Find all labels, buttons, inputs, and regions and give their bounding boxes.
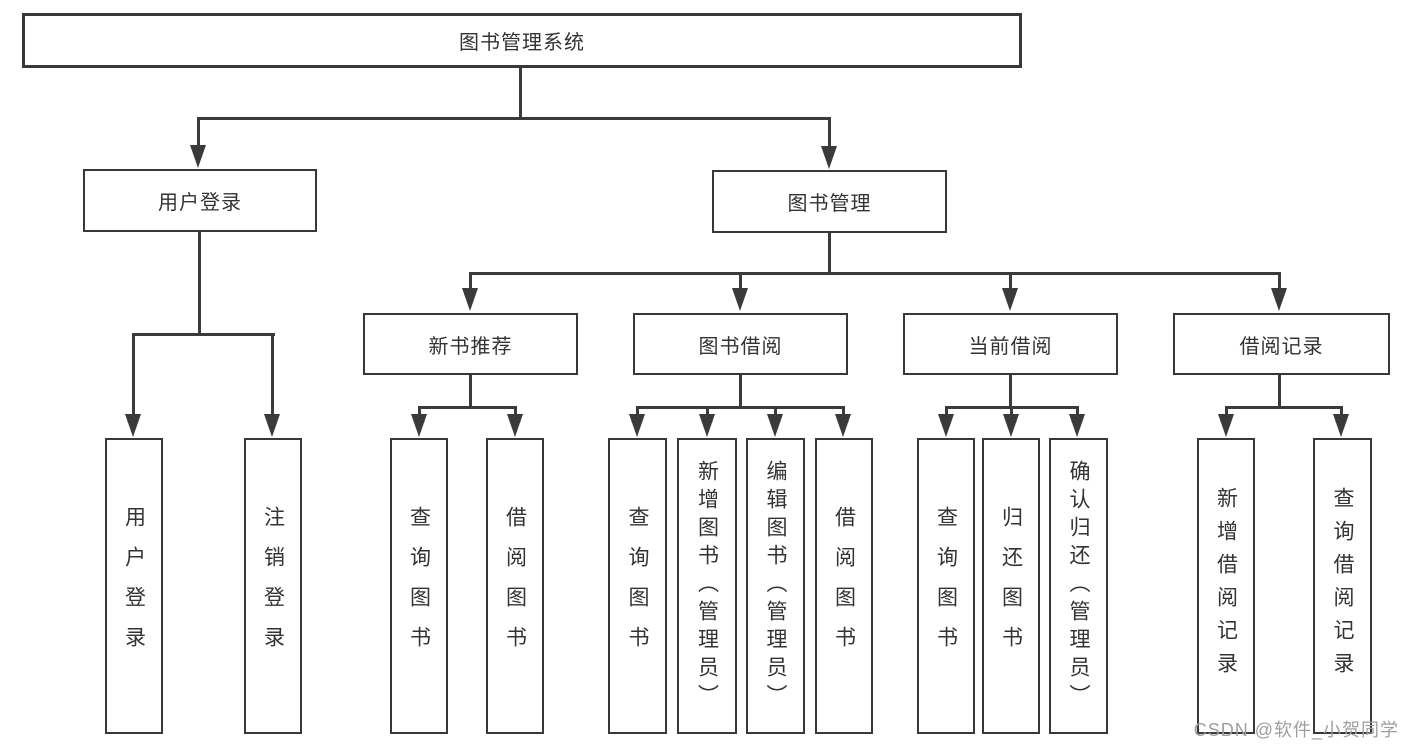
leaf-label: 借阅图书: [503, 506, 527, 666]
leaf-label: 注销登录: [261, 506, 285, 666]
connector: [706, 406, 709, 416]
leaf-label: 确认归还（管理员）: [1067, 460, 1090, 712]
arrowhead-down-icon: [1003, 414, 1019, 437]
leaf-label: 查询借阅记录: [1331, 487, 1354, 685]
connector: [469, 272, 1281, 275]
node-user-login-branch: 用户登录: [83, 169, 317, 232]
node-book-management-branch: 图书管理: [712, 170, 947, 233]
leaf-add-books-admin: 新增图书（管理员）: [677, 438, 737, 734]
leaf-return-books: 归还图书: [982, 438, 1040, 734]
leaf-label: 借阅图书: [832, 506, 856, 666]
node-new-book-recommend: 新书推荐: [363, 313, 578, 375]
connector: [739, 272, 742, 290]
connector: [469, 375, 472, 406]
leaf-query-books-3: 查询图书: [917, 438, 975, 734]
arrowhead-down-icon: [1271, 288, 1287, 311]
arrowhead-down-icon: [732, 288, 748, 311]
connector: [1278, 272, 1281, 290]
leaf-label: 归还图书: [999, 506, 1023, 666]
connector: [842, 406, 845, 416]
connector: [519, 68, 522, 117]
leaf-edit-books-admin: 编辑图书（管理员）: [746, 438, 805, 734]
leaf-label: 查询图书: [407, 506, 431, 666]
connector: [1225, 406, 1343, 409]
connector: [132, 333, 275, 336]
connector: [774, 406, 777, 416]
arrowhead-down-icon: [629, 414, 645, 437]
arrowhead-down-icon: [1218, 414, 1234, 437]
node-library-management-system: 图书管理系统: [22, 13, 1022, 68]
leaf-borrow-books-2: 借阅图书: [815, 438, 873, 734]
arrowhead-down-icon: [821, 146, 837, 169]
connector: [1009, 272, 1012, 290]
leaf-confirm-return-admin: 确认归还（管理员）: [1049, 438, 1108, 734]
arrowhead-down-icon: [125, 414, 141, 437]
connector: [418, 406, 517, 409]
arrowhead-down-icon: [462, 288, 478, 311]
watermark: CSDN @软件_小贺同学: [1193, 720, 1399, 740]
leaf-query-books-2: 查询图书: [608, 438, 667, 734]
leaf-label: 查询图书: [626, 506, 649, 666]
arrowhead-down-icon: [938, 414, 954, 437]
leaf-add-borrow-record: 新增借阅记录: [1197, 438, 1255, 734]
connector: [514, 406, 517, 416]
connector: [418, 406, 421, 416]
connector: [1225, 406, 1228, 416]
arrowhead-down-icon: [767, 414, 783, 437]
connector: [132, 333, 135, 414]
leaf-query-books-1: 查询图书: [390, 438, 448, 734]
connector: [197, 117, 831, 120]
leaf-label: 新增借阅记录: [1214, 487, 1238, 685]
leaf-query-borrow-record: 查询借阅记录: [1313, 438, 1372, 734]
leaf-label: 查询图书: [934, 506, 958, 666]
connector: [1340, 406, 1343, 416]
connector: [198, 232, 201, 333]
connector: [1010, 406, 1013, 416]
arrowhead-down-icon: [190, 145, 206, 168]
leaf-label: 用户登录: [122, 506, 146, 666]
leaf-user-login: 用户登录: [105, 438, 163, 734]
arrowhead-down-icon: [507, 414, 523, 437]
connector: [739, 375, 742, 406]
connector: [1076, 406, 1079, 416]
leaf-label: 新增图书（管理员）: [695, 460, 719, 712]
arrowhead-down-icon: [411, 414, 427, 437]
connector: [828, 117, 831, 147]
connector: [469, 272, 472, 290]
connector: [828, 233, 831, 272]
connector: [271, 333, 274, 414]
node-borrow-records: 借阅记录: [1173, 313, 1390, 375]
arrowhead-down-icon: [1069, 414, 1085, 437]
connector: [636, 406, 639, 416]
arrowhead-down-icon: [835, 414, 851, 437]
leaf-borrow-books-1: 借阅图书: [486, 438, 544, 734]
connector: [197, 117, 200, 147]
arrowhead-down-icon: [699, 414, 715, 437]
arrowhead-down-icon: [264, 414, 280, 437]
arrowhead-down-icon: [1333, 414, 1349, 437]
node-current-borrow: 当前借阅: [903, 313, 1118, 375]
node-book-borrow: 图书借阅: [633, 313, 848, 375]
arrowhead-down-icon: [1002, 288, 1018, 311]
connector: [1009, 375, 1012, 406]
connector: [636, 406, 845, 409]
leaf-label: 编辑图书（管理员）: [764, 460, 787, 712]
connector: [1278, 375, 1281, 406]
leaf-logout: 注销登录: [244, 438, 302, 734]
connector: [945, 406, 948, 416]
